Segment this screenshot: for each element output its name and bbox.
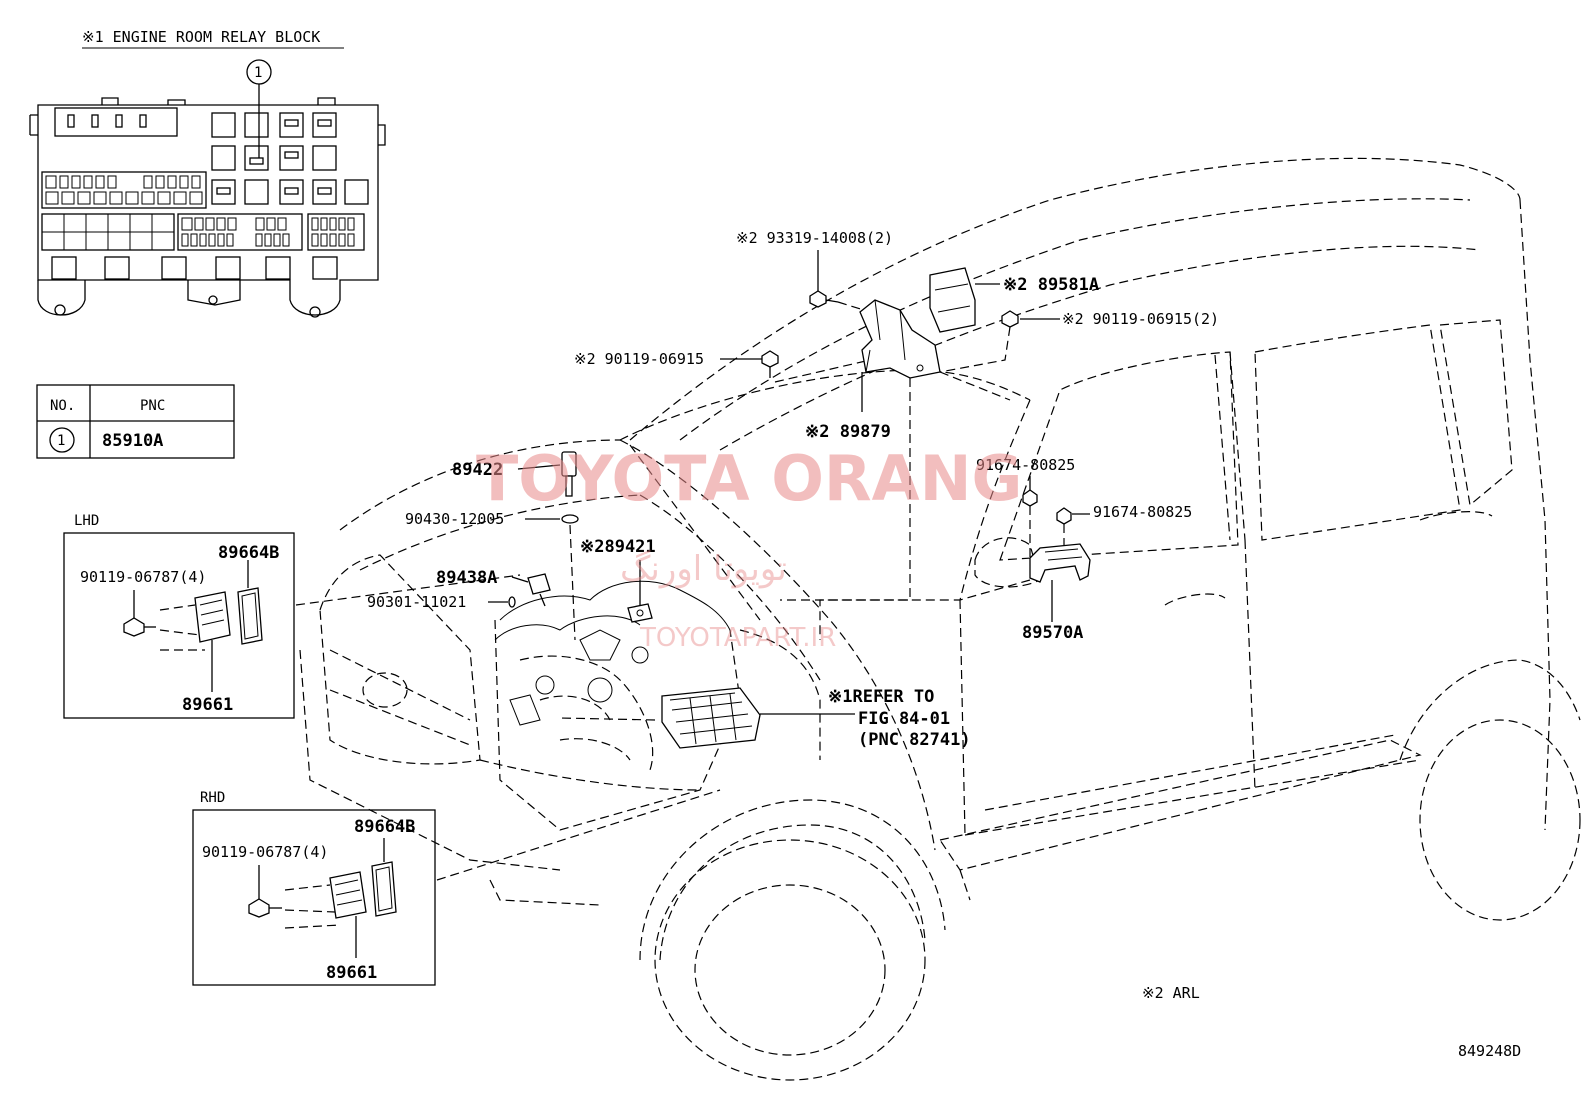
label-89570A: 89570A [1022, 623, 1083, 643]
bracket-89879-icon [859, 299, 941, 379]
table-header-no: NO. [50, 398, 75, 414]
label-89581A: ※2 89581A [1003, 275, 1099, 295]
label-91674-a: 91674-80825 [976, 456, 1075, 474]
sensor-89422-icon [561, 451, 577, 497]
watermark-persian: تویوتا اورنگ [620, 549, 787, 589]
sensor-89581A-icon [929, 267, 976, 333]
label-89438A: 89438A [436, 568, 497, 588]
label-89879: ※2 89879 [805, 422, 891, 442]
rhd-cover-icon [371, 861, 397, 917]
label-90119: ※2 90119-06915 [574, 350, 704, 368]
sensor-89421-icon [627, 603, 653, 623]
side-sensor-assembly: 91674-80825 91674-80825 89570A [819, 456, 1192, 643]
refer-line-3: (PNC 82741) [858, 730, 971, 750]
bolt-91674-a-icon [1022, 489, 1038, 507]
note-arl: ※2 ARL [1142, 984, 1200, 1002]
label-90119-2: ※2 90119-06915(2) [1062, 310, 1219, 328]
rhd-module-label: 89661 [326, 963, 377, 983]
refer-line-2: FIG 84-01 [858, 709, 950, 729]
label-90430: 90430-12005 [405, 510, 504, 528]
lhd-screw-icon [123, 617, 156, 637]
engine-room-relay-block: ※1 ENGINE ROOM RELAY BLOCK 1 [29, 28, 386, 318]
lhd-title: LHD [74, 513, 99, 529]
rhd-title: RHD [200, 790, 225, 806]
screw-90119-icon [761, 350, 779, 378]
engine-sketch [494, 580, 821, 831]
rhd-module-icon [329, 871, 367, 919]
relay-block-title: ※1 ENGINE ROOM RELAY BLOCK [82, 28, 320, 46]
sensor-89438A-icon [527, 573, 551, 607]
rhd-screw-icon [248, 898, 282, 918]
rhd-screw-label: 90119-06787(4) [202, 843, 328, 861]
upper-sensor-assembly: ※2 93319-14008(2) ※2 89581A ※2 90119-069… [574, 229, 1219, 601]
table-header-pnc: PNC [140, 398, 165, 414]
lhd-screw-label: 90119-06787(4) [80, 568, 206, 586]
label-93319: ※2 93319-14008(2) [736, 229, 893, 247]
relay-block-callout: 1 [254, 65, 262, 81]
gasket-90430-icon [561, 514, 579, 524]
watermark-brand: TOYOTA ORANG [476, 442, 1022, 515]
lhd-module-label: 89661 [182, 695, 233, 715]
lhd-cover-label: 89664B [218, 543, 279, 563]
bolt-91674-b-icon [1056, 507, 1072, 525]
sensor-89570A-icon [1029, 543, 1091, 583]
screw-90119-2-icon [1001, 310, 1019, 328]
lhd-module-icon [194, 591, 231, 643]
pnc-table: NO. PNC 1 85910A [36, 384, 235, 459]
bolt-93319-icon [809, 290, 839, 308]
label-91674-b: 91674-80825 [1093, 503, 1192, 521]
vehicle-outline [299, 157, 1581, 1081]
table-row-no: 1 [57, 433, 65, 449]
rhd-cover-label: 89664B [354, 817, 415, 837]
gasket-90301-icon [508, 596, 516, 608]
front-sensors: 89422 90430-12005 ※289421 89438A 90301-1… [367, 451, 656, 641]
lhd-cover-icon [237, 587, 263, 645]
label-89422: 89422 [452, 460, 503, 480]
watermark-site: TOYOTAPART.IR [639, 623, 836, 653]
figure-number: 849248D [1458, 1042, 1521, 1060]
engine-relay-box: ※1REFER TO FIG 84-01 (PNC 82741) [559, 687, 971, 750]
rhd-inset: RHD 90119-06787(4) 89664B 89661 [192, 789, 721, 986]
refer-line-1: ※1REFER TO [828, 687, 934, 707]
table-row-pnc: 85910A [102, 431, 163, 451]
lhd-inset: LHD 90119-06787(4) 89664B 89661 [63, 513, 521, 719]
label-90301: 90301-11021 [367, 593, 466, 611]
label-89421: ※289421 [580, 537, 656, 557]
